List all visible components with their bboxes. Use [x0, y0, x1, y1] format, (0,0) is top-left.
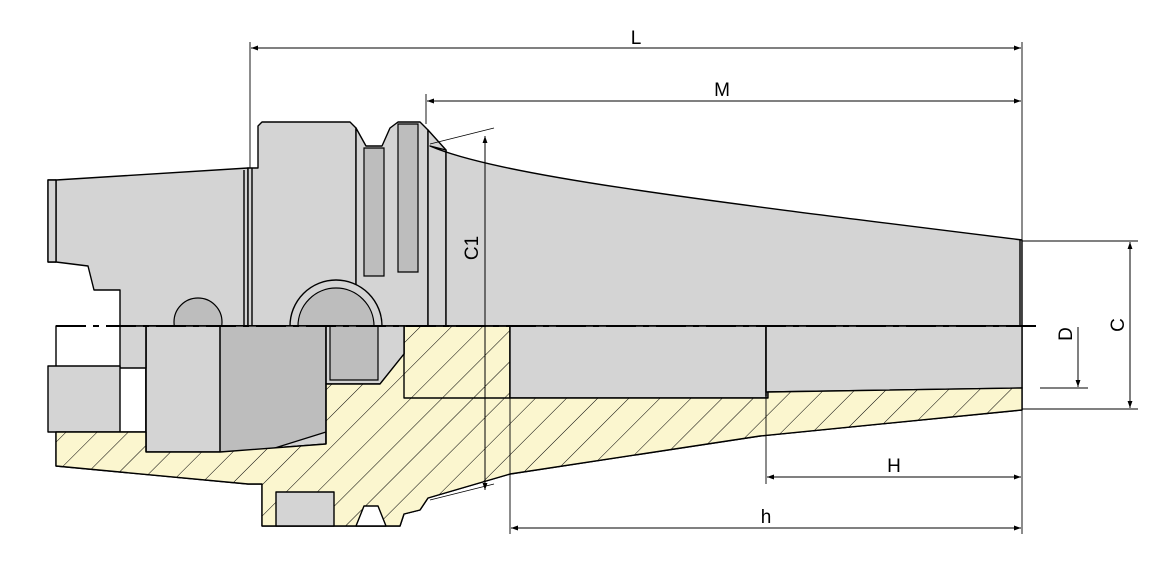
dim-L-label: L [631, 28, 642, 49]
dim-h-label: h [761, 507, 772, 528]
nose-taper [429, 145, 1023, 327]
bottom-groove [275, 491, 335, 527]
dimensions: L M C1 D C H h [249, 28, 1138, 534]
dim-C-label: C [1108, 318, 1129, 332]
dim-D-label: D [1056, 327, 1077, 341]
dim-C1-label: C1 [462, 236, 483, 260]
dim-H-label: H [887, 456, 901, 477]
collar [427, 129, 447, 327]
taper-shank [55, 167, 249, 327]
dim-M-label: M [714, 80, 730, 101]
upper-half-view [47, 121, 1023, 347]
lower-half-section [47, 325, 1023, 527]
